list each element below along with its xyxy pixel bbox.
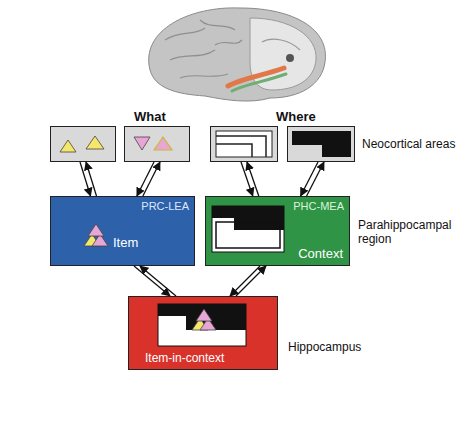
connector bbox=[301, 162, 324, 196]
stream-label: Where bbox=[276, 109, 316, 124]
arrow-line bbox=[134, 266, 170, 296]
stream-label: What bbox=[134, 109, 166, 124]
arrow-line bbox=[307, 162, 324, 196]
arrow-line bbox=[80, 162, 91, 196]
arrow-line bbox=[236, 266, 266, 296]
connector bbox=[230, 266, 266, 296]
arrow-line bbox=[301, 162, 318, 196]
item-label: Item bbox=[113, 235, 138, 250]
level-label: Hippocampus bbox=[288, 340, 361, 354]
arrow-line bbox=[86, 162, 97, 196]
item-box: PRC-LEA Item bbox=[50, 196, 195, 266]
level-label: Neocortical areas bbox=[362, 137, 455, 151]
arrow-line bbox=[140, 266, 176, 296]
context-box: PHC-MEA Context bbox=[205, 196, 350, 266]
region-name: PRC-LEA bbox=[141, 200, 189, 212]
hippocampus-box: Item-in-context bbox=[128, 296, 278, 370]
arrow-line bbox=[241, 162, 253, 196]
neocortical-box bbox=[287, 126, 355, 162]
connector bbox=[134, 266, 176, 296]
arrow-line bbox=[230, 266, 260, 296]
connector bbox=[80, 162, 97, 196]
neocortical-box bbox=[210, 126, 278, 162]
item-in-context-label: Item-in-context bbox=[145, 351, 224, 365]
region-name: PHC-MEA bbox=[293, 200, 344, 212]
brain-illustration bbox=[149, 8, 326, 101]
arrow-line bbox=[143, 162, 160, 196]
context-label: Context bbox=[298, 246, 343, 261]
neocortical-box bbox=[50, 126, 116, 162]
neocortical-box bbox=[124, 126, 190, 162]
connector bbox=[241, 162, 259, 196]
level-label: Parahippocampal region bbox=[358, 218, 458, 247]
arrow-line bbox=[247, 162, 259, 196]
connector bbox=[137, 162, 160, 196]
arrow-line bbox=[137, 162, 154, 196]
